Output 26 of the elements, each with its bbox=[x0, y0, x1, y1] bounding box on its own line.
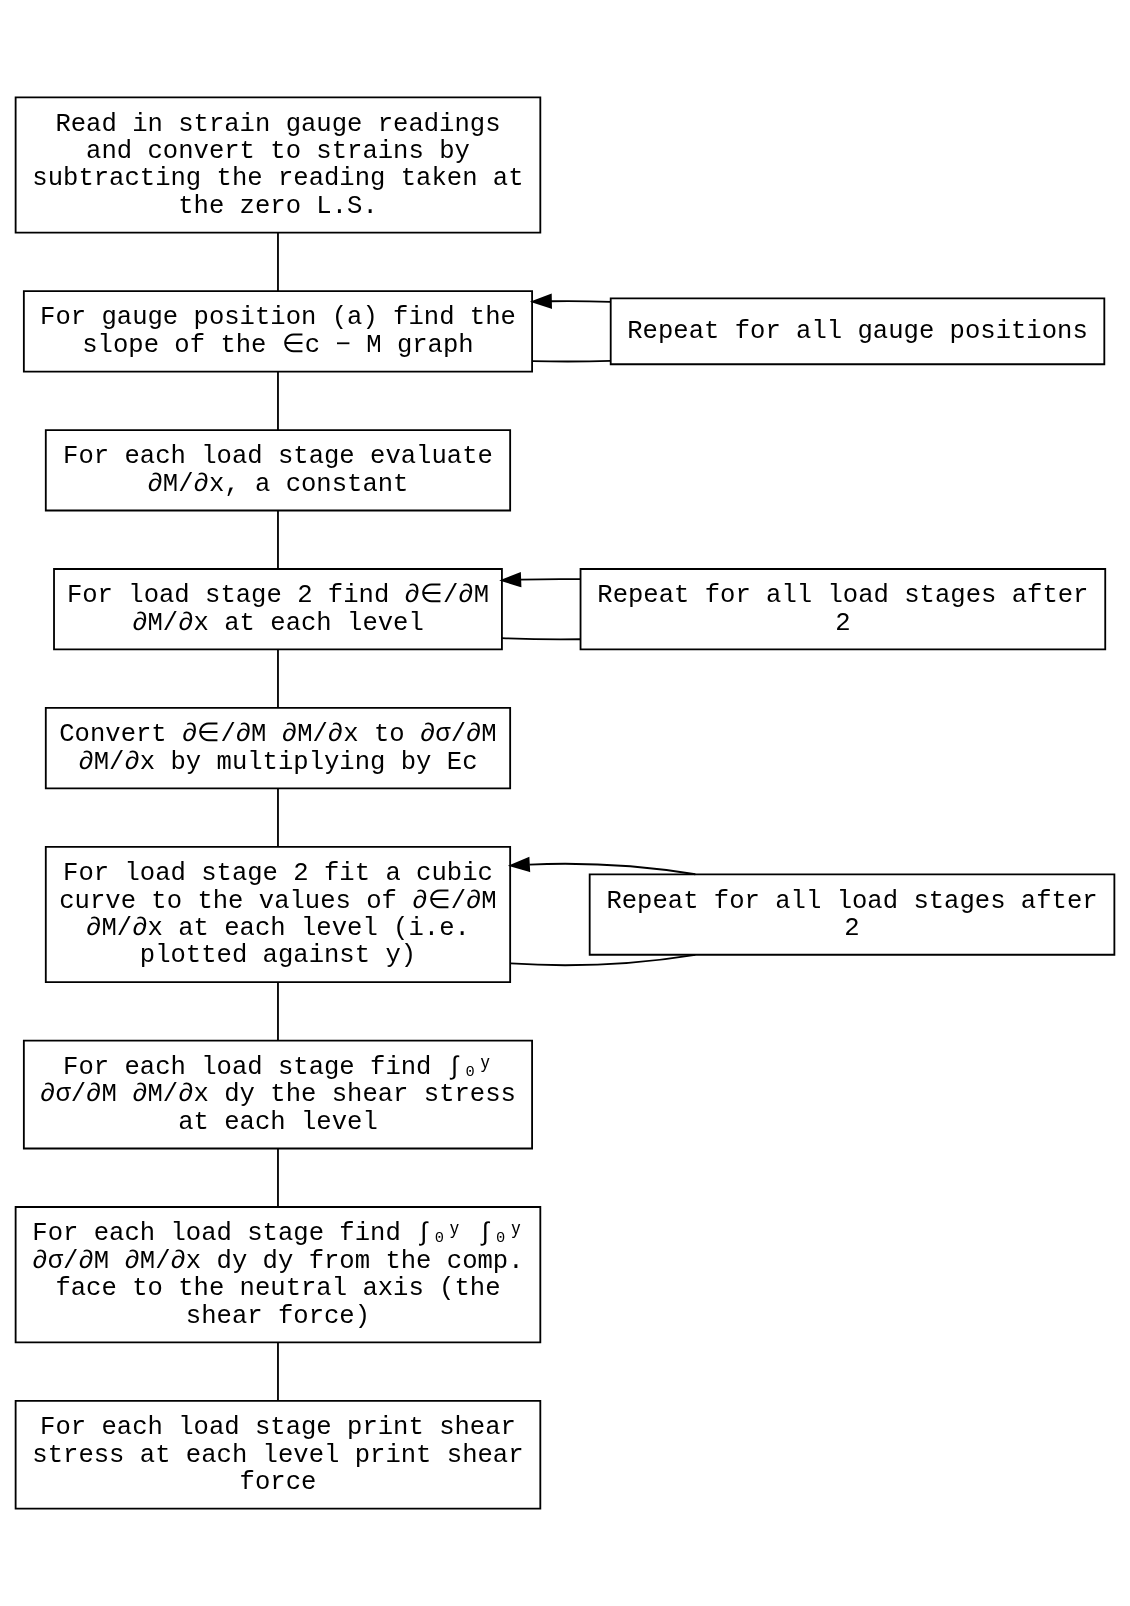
node-box: For each load stage find ∫₀ʸ ∫₀ʸ ∂σ/∂M ∂M/∂x dy dy from the comp. face to the neutral axis (the shear force) bbox=[14, 1206, 542, 1344]
connector bbox=[531, 359, 612, 363]
node-box: For gauge position (a) find the slope of the ∈c − M graph bbox=[22, 290, 533, 373]
arrow bbox=[529, 293, 612, 309]
connector bbox=[501, 637, 582, 641]
node-box: Convert ∂∈/∂M ∂M/∂x to ∂σ/∂M ∂M/∂x by multiplying by Ec bbox=[44, 707, 512, 790]
connector bbox=[277, 1341, 279, 1402]
node-box: For each load stage evaluate ∂M/∂x, a constant bbox=[44, 429, 512, 512]
connector bbox=[277, 509, 279, 570]
node-box: For each load stage print shear stress at each level print shear force bbox=[14, 1399, 542, 1510]
connector bbox=[277, 981, 279, 1042]
node-box: For load stage 2 fit a cubic curve to the values of ∂∈/∂M ∂M/∂x at each level (i.e. plotted against y) bbox=[44, 845, 512, 984]
connector bbox=[277, 232, 279, 292]
node-box: Repeat for all gauge positions bbox=[609, 297, 1106, 366]
arrow bbox=[499, 571, 582, 588]
arrow bbox=[507, 856, 697, 876]
connector bbox=[277, 1147, 279, 1208]
connector bbox=[509, 953, 697, 967]
node-box: Read in strain gauge readings and convert to strains by subtracting the reading taken at the zero L.S. bbox=[14, 96, 542, 234]
connector bbox=[277, 370, 279, 431]
node-box: Repeat for all load stages after 2 bbox=[588, 873, 1116, 956]
connector bbox=[277, 648, 279, 709]
node-box: For each load stage find ∫₀ʸ ∂σ/∂M ∂M/∂x dy the shear stress at each level bbox=[22, 1039, 533, 1150]
node-box: Repeat for all load stages after 2 bbox=[579, 568, 1107, 651]
connector bbox=[277, 787, 279, 848]
node-box: For load stage 2 find ∂∈/∂M ∂M/∂x at each level bbox=[53, 568, 503, 651]
